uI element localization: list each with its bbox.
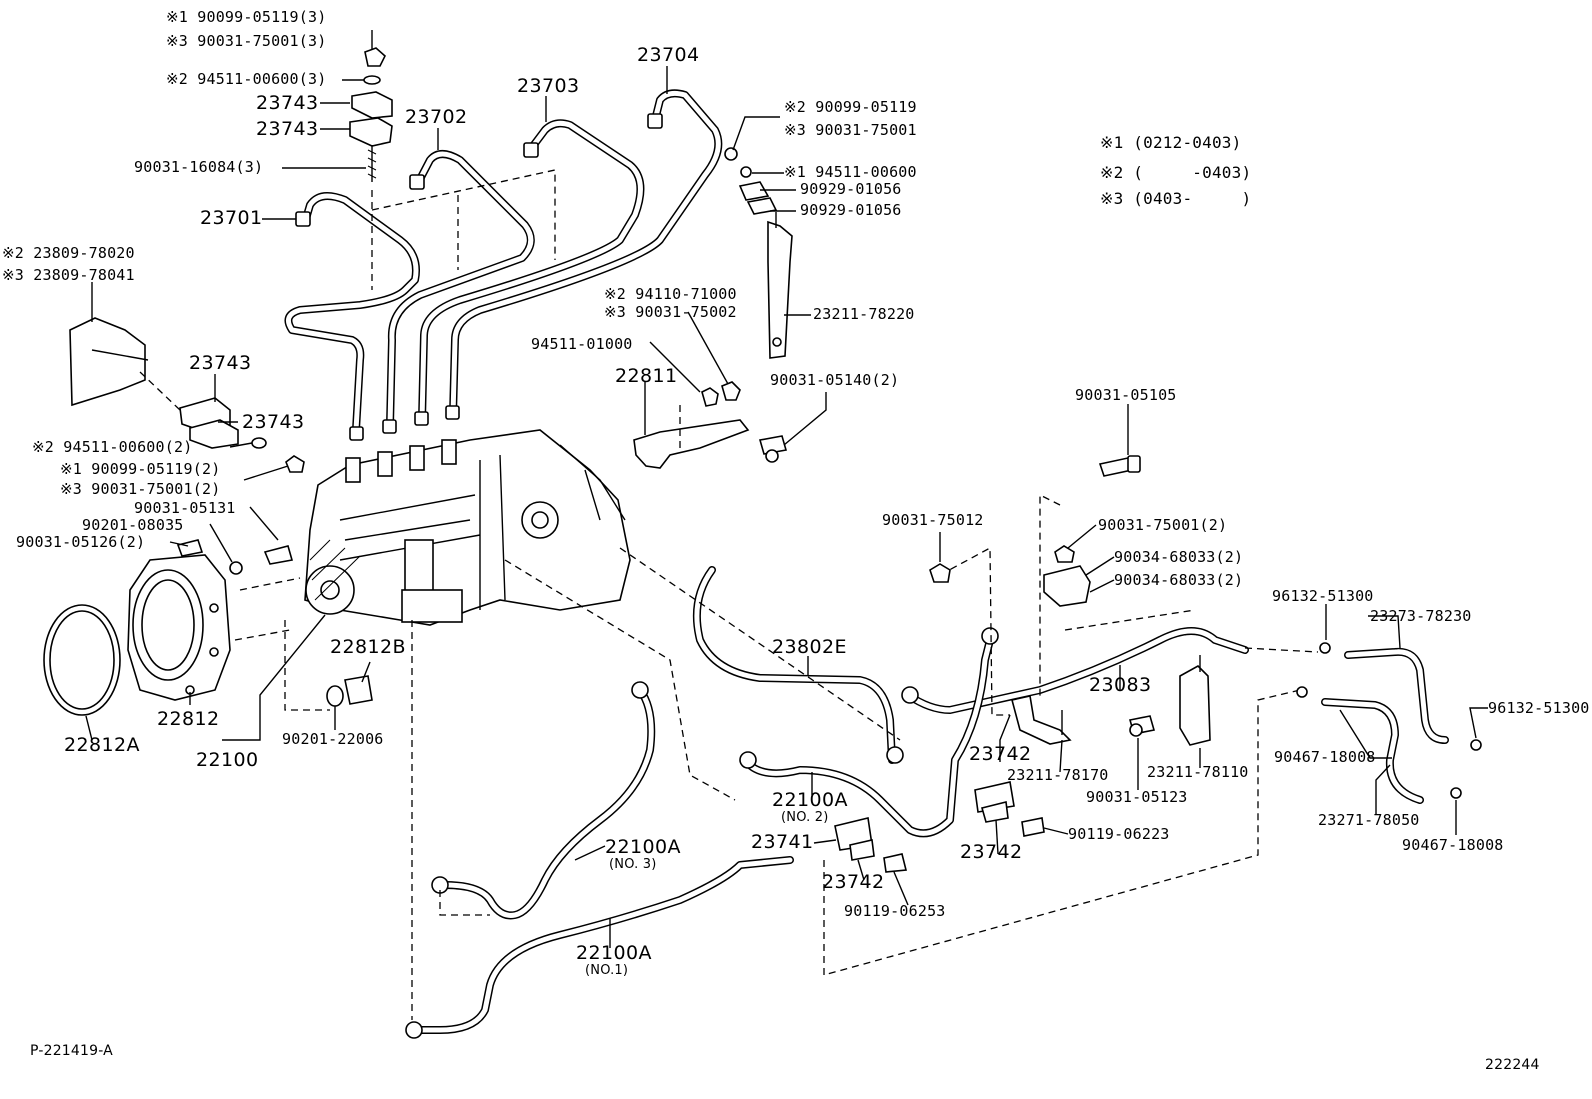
label-nut-90031-75001-c: ※3 90031-75001(2) (60, 480, 221, 498)
pump-flange (43, 539, 373, 716)
label-washer-94511-00600-c: ※2 94511-00600(2) (32, 438, 193, 456)
figure-id: P-221419-A (30, 1043, 113, 1059)
label-nut-90031-75001: ※3 90031-75001(3) (166, 32, 327, 50)
label-pipe-23083: 23083 (1089, 674, 1152, 696)
label-clip-96132-51300-a: 96132-51300 (1272, 587, 1374, 605)
label-bolt-90031-05131: 90031-05131 (134, 499, 236, 517)
label-clip-90467-18008-a: 90467-18008 (1274, 748, 1376, 766)
label-no3: (NO. 3) (609, 857, 657, 872)
label-nut-90031-75002: ※3 90031-75002 (604, 303, 737, 321)
label-bolt-90031-16084: 90031-16084(3) (134, 158, 264, 176)
label-bracket-23809-78020: ※2 23809-78020 (2, 244, 135, 262)
label-clip-96132-51300-b: 96132-51300 (1488, 699, 1590, 717)
label-clamp-23742-a: 23742 (969, 743, 1032, 765)
label-pipe-23802E: 23802E (772, 636, 847, 658)
label-bolt-90119-06253: 90119-06253 (844, 902, 946, 920)
label-pipe-22100A-no3: 22100A (605, 836, 681, 858)
label-nut-90099-05119-b: ※2 90099-05119 (784, 98, 917, 116)
label-gasket-90201-22006: 90201-22006 (282, 730, 384, 748)
label-hose-23273-78230: 23273-78230 (1370, 607, 1472, 625)
label-washer-94511-00600-b: ※1 94511-00600 (784, 163, 917, 181)
label-washer-90201-08035: 90201-08035 (82, 516, 184, 534)
label-bolt-90119-06223: 90119-06223 (1068, 825, 1170, 843)
bracket-22811 (633, 381, 788, 469)
label-bolt-90031-05123: 90031-05123 (1086, 788, 1188, 806)
label-bracket-22811: 22811 (615, 365, 678, 387)
top-clamp-stack (349, 47, 556, 290)
label-bolt-90031-05140: 90031-05140(2) (770, 371, 900, 389)
label-part-22812B: 22812B (330, 636, 406, 658)
label-clamp-23743-c: 23743 (189, 352, 252, 374)
label-clamp-90929-01056-a: 90929-01056 (800, 180, 902, 198)
bracket-23809 (69, 317, 305, 473)
label-no1: (NO.1) (585, 963, 629, 978)
label-nut-90031-75012: 90031-75012 (882, 511, 984, 529)
label-no2: (NO. 2) (781, 810, 829, 825)
label-flange-22812: 22812 (157, 708, 220, 730)
label-nut-90099-05119: ※1 90099-05119(3) (166, 8, 327, 26)
label-pipe-23702: 23702 (405, 106, 468, 128)
label-pump-22100: 22100 (196, 749, 259, 771)
legend-1: ※1 (0212-0403) (1100, 133, 1242, 152)
label-nut-90031-75001-b: ※3 90031-75001 (784, 121, 917, 139)
label-washer-94511-00600: ※2 94511-00600(3) (166, 70, 327, 88)
legend-2: ※2 ( -0403) (1100, 163, 1252, 182)
hardware (834, 455, 1482, 873)
label-oring-22812A: 22812A (64, 734, 140, 756)
label-bolt-90031-05105: 90031-05105 (1075, 386, 1177, 404)
label-clamp-90034-68033-a: 90034-68033(2) (1114, 548, 1244, 566)
fuel-lines (284, 493, 1319, 1039)
label-bracket-23211-78220: 23211-78220 (813, 305, 915, 323)
label-clamp-23743-d: 23743 (242, 411, 305, 433)
label-clamp-23743-a: 23743 (256, 92, 319, 114)
injection-pipes (284, 89, 723, 441)
label-clamp-23742-b: 23742 (960, 841, 1023, 863)
label-pipe-23704: 23704 (637, 44, 700, 66)
label-pipe-22100A-no1: 22100A (576, 942, 652, 964)
label-clip-90467-18008-b: 90467-18008 (1402, 836, 1504, 854)
label-washer-94511-01000: 94511-01000 (531, 335, 633, 353)
label-pipe-23701: 23701 (200, 207, 263, 229)
label-clamp-90929-01056-b: 90929-01056 (800, 201, 902, 219)
label-nut-90031-75001-d: 90031-75001(2) (1098, 516, 1228, 534)
label-clamp-23741: 23741 (751, 831, 814, 853)
label-bracket-23809-78041: ※3 23809-78041 (2, 266, 135, 284)
injection-pump (304, 429, 631, 626)
label-clamp-90034-68033-b: 90034-68033(2) (1114, 571, 1244, 589)
label-pipe-22100A-no2: 22100A (772, 789, 848, 811)
label-clamp-23743-b: 23743 (256, 118, 319, 140)
legend-3: ※3 (0403- ) (1100, 189, 1252, 208)
label-nut-94110-71000: ※2 94110-71000 (604, 285, 737, 303)
label-nut-90099-05119-c: ※1 90099-05119(2) (60, 460, 221, 478)
label-clamp-23742-c: 23742 (822, 871, 885, 893)
label-bracket-23211-78110: 23211-78110 (1147, 763, 1249, 781)
label-bracket-23211-78170: 23211-78170 (1007, 766, 1109, 784)
leader-lines (85, 30, 1488, 948)
page-code: 222244 (1485, 1057, 1540, 1073)
bracket-23211-78220 (724, 147, 793, 359)
label-hose-23271-78050: 23271-78050 (1318, 811, 1420, 829)
label-pipe-23703: 23703 (517, 75, 580, 97)
label-bolt-90031-05126: 90031-05126(2) (16, 533, 146, 551)
